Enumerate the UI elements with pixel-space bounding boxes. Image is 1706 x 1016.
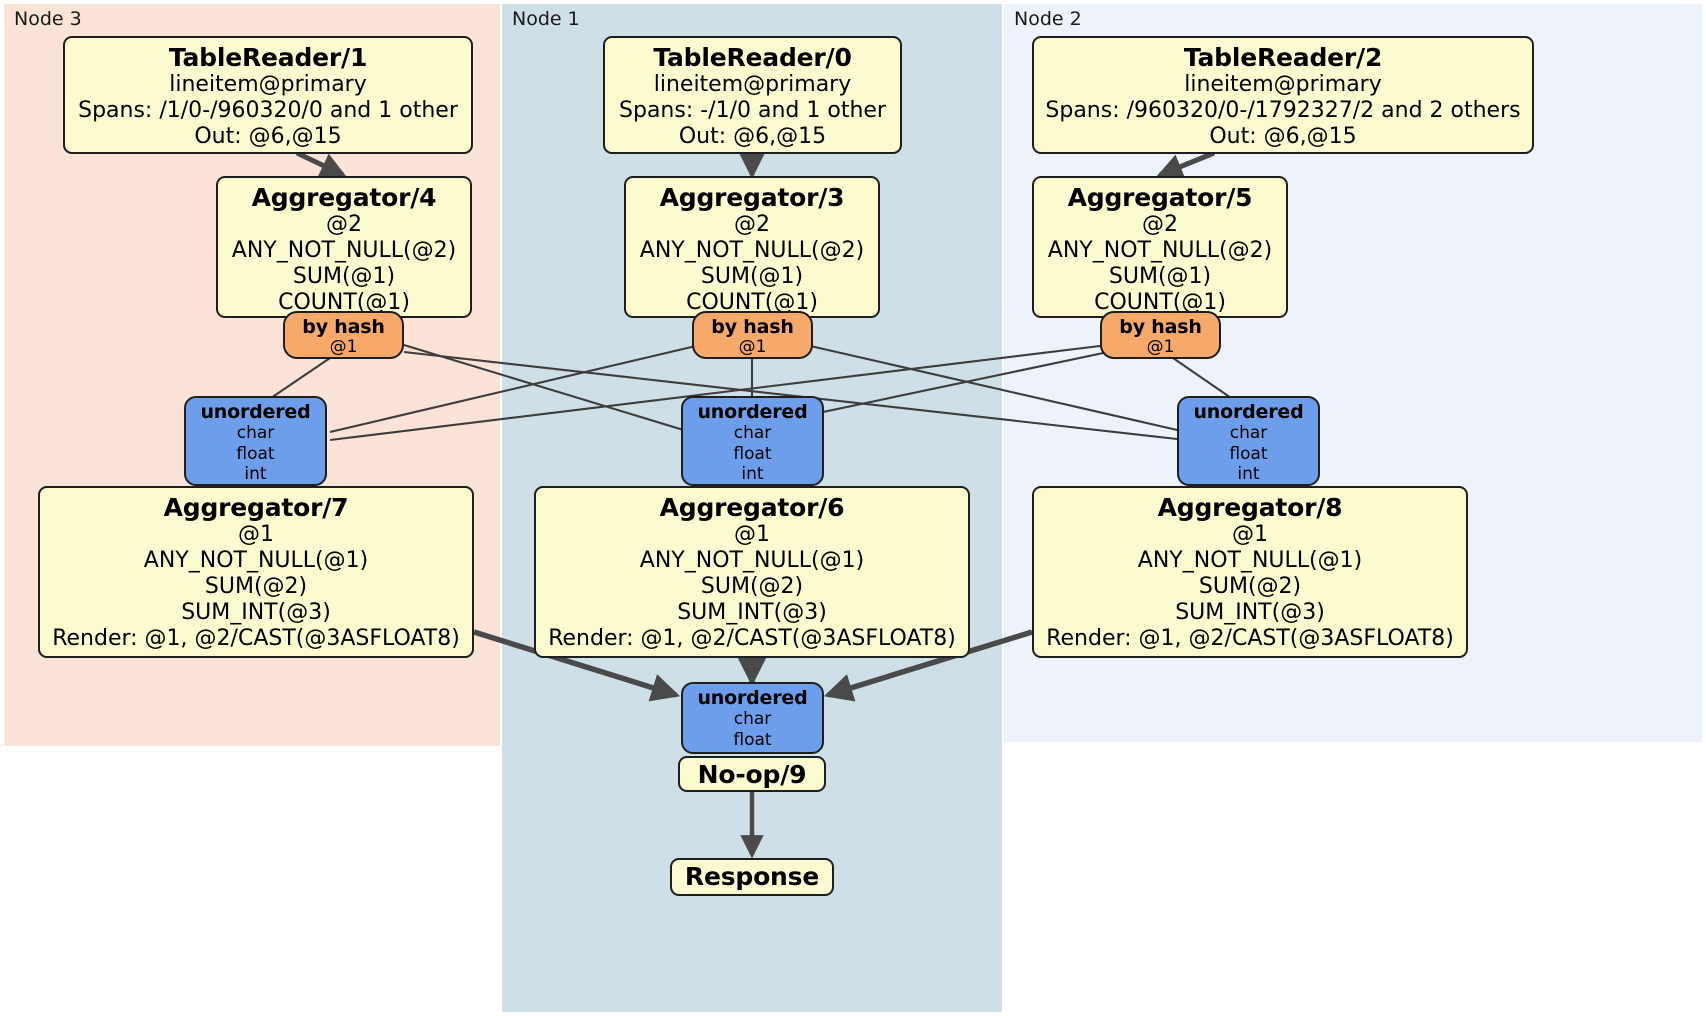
aggregator-6-render: Render: @1, @2/CAST(@3ASFLOAT8) [548,625,956,651]
tablereader-2-out: Out: @6,@15 [1209,123,1357,149]
router-by-hash-5[interactable]: by hash @1 [1100,311,1221,359]
aggregator-4-func-2: SUM(@1) [292,263,396,289]
tablereader-2-spans: Spans: /960320/0-/1792327/2 and 2 others [1045,97,1521,123]
aggregator-6-title: Aggregator/6 [659,493,845,522]
aggregator-5-title: Aggregator/5 [1067,183,1253,212]
aggregator-7-render: Render: @1, @2/CAST(@3ASFLOAT8) [52,625,460,651]
router-by-hash-5-cols: @1 [1146,336,1175,357]
tablereader-1-table: lineitem@primary [169,72,367,97]
input-unordered-6-type-3: int [741,464,764,485]
aggregator-7-func-3: SUM_INT(@3) [181,599,331,625]
processor-aggregator-6[interactable]: Aggregator/6 @1 ANY_NOT_NULL(@1) SUM(@2)… [534,486,970,658]
aggregator-3-func-3: COUNT(@1) [686,289,818,315]
input-unordered-6[interactable]: unordered char float int [681,396,824,486]
tablereader-2-title: TableReader/2 [1183,43,1383,72]
aggregator-7-group: @1 [238,522,274,547]
aggregator-3-group: @2 [734,212,770,237]
tablereader-1-out: Out: @6,@15 [194,123,342,149]
aggregator-4-group: @2 [326,212,362,237]
input-unordered-8-type-2: float [1229,443,1268,464]
input-unordered-8-type-3: int [1237,464,1260,485]
input-unordered-8-title: unordered [1193,401,1304,423]
processor-aggregator-3[interactable]: Aggregator/3 @2 ANY_NOT_NULL(@2) SUM(@1)… [624,176,880,318]
router-by-hash-5-title: by hash [1119,316,1202,338]
processor-response[interactable]: Response [670,858,834,896]
router-by-hash-3[interactable]: by hash @1 [692,311,813,359]
processor-noop-9[interactable]: No-op/9 [678,756,826,792]
aggregator-3-func-1: ANY_NOT_NULL(@2) [639,237,865,263]
aggregator-8-func-2: SUM(@2) [1198,573,1302,599]
tablereader-0-title: TableReader/0 [653,43,852,72]
panel-node-2-label: Node 2 [1014,8,1082,30]
aggregator-8-func-3: SUM_INT(@3) [1175,599,1325,625]
processor-aggregator-5[interactable]: Aggregator/5 @2 ANY_NOT_NULL(@2) SUM(@1)… [1032,176,1288,318]
aggregator-5-func-2: SUM(@1) [1108,263,1212,289]
input-unordered-9-type-2: float [733,729,772,750]
aggregator-4-func-3: COUNT(@1) [278,289,410,315]
aggregator-8-group: @1 [1232,522,1268,547]
aggregator-6-group: @1 [734,522,770,547]
aggregator-6-func-3: SUM_INT(@3) [677,599,827,625]
tablereader-0-out: Out: @6,@15 [678,123,827,149]
processor-aggregator-7[interactable]: Aggregator/7 @1 ANY_NOT_NULL(@1) SUM(@2)… [38,486,474,658]
aggregator-7-func-2: SUM(@2) [204,573,308,599]
aggregator-4-func-1: ANY_NOT_NULL(@2) [231,237,457,263]
input-unordered-9-title: unordered [697,687,808,709]
input-unordered-8-type-1: char [1229,423,1268,444]
processor-tablereader-2[interactable]: TableReader/2 lineitem@primary Spans: /9… [1032,36,1534,154]
input-unordered-7[interactable]: unordered char float int [184,396,327,486]
aggregator-5-group: @2 [1142,212,1178,237]
input-unordered-7-type-3: int [244,464,267,485]
input-unordered-6-type-1: char [733,423,772,444]
router-by-hash-3-title: by hash [711,316,794,338]
input-unordered-6-title: unordered [697,401,808,423]
processor-tablereader-1[interactable]: TableReader/1 lineitem@primary Spans: /1… [63,36,473,154]
panel-node-1-label: Node 1 [512,8,580,30]
panel-node-3-label: Node 3 [14,8,82,30]
tablereader-2-table: lineitem@primary [1184,72,1382,97]
processor-aggregator-4[interactable]: Aggregator/4 @2 ANY_NOT_NULL(@2) SUM(@1)… [216,176,472,318]
aggregator-5-func-3: COUNT(@1) [1094,289,1226,315]
response-title: Response [684,862,820,891]
aggregator-6-func-2: SUM(@2) [700,573,804,599]
processor-aggregator-8[interactable]: Aggregator/8 @1 ANY_NOT_NULL(@1) SUM(@2)… [1032,486,1468,658]
tablereader-1-title: TableReader/1 [168,43,368,72]
aggregator-3-title: Aggregator/3 [659,183,845,212]
input-unordered-9-type-1: char [733,709,772,730]
aggregator-8-func-1: ANY_NOT_NULL(@1) [1137,547,1363,573]
tablereader-0-spans: Spans: -/1/0 and 1 other [619,97,886,123]
input-unordered-7-title: unordered [200,401,311,423]
aggregator-8-title: Aggregator/8 [1157,493,1343,522]
tablereader-0-table: lineitem@primary [653,72,852,97]
aggregator-4-title: Aggregator/4 [251,183,437,212]
router-by-hash-4-title: by hash [302,316,385,338]
router-by-hash-4-cols: @1 [329,336,358,357]
input-unordered-8[interactable]: unordered char float int [1177,396,1320,486]
tablereader-1-spans: Spans: /1/0-/960320/0 and 1 other [78,97,458,123]
router-by-hash-3-cols: @1 [738,336,767,357]
input-unordered-6-type-2: float [733,443,772,464]
input-unordered-7-type-1: char [236,423,275,444]
input-unordered-9[interactable]: unordered char float [681,682,824,754]
aggregator-5-func-1: ANY_NOT_NULL(@2) [1047,237,1273,263]
aggregator-8-render: Render: @1, @2/CAST(@3ASFLOAT8) [1046,625,1454,651]
aggregator-3-func-2: SUM(@1) [700,263,804,289]
noop-9-title: No-op/9 [697,760,807,789]
aggregator-7-title: Aggregator/7 [163,493,349,522]
input-unordered-7-type-2: float [236,443,275,464]
aggregator-7-func-1: ANY_NOT_NULL(@1) [143,547,369,573]
aggregator-6-func-1: ANY_NOT_NULL(@1) [639,547,865,573]
router-by-hash-4[interactable]: by hash @1 [283,311,404,359]
processor-tablereader-0[interactable]: TableReader/0 lineitem@primary Spans: -/… [603,36,902,154]
